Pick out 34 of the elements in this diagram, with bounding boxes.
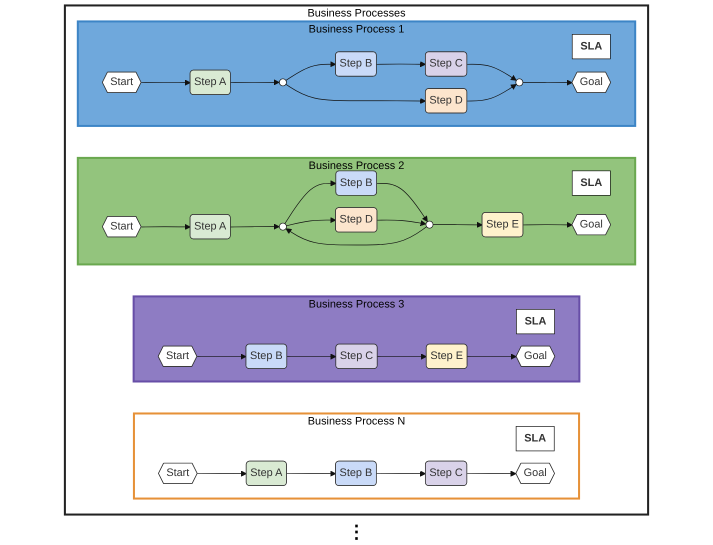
- node-box: SLA: [572, 170, 611, 196]
- node-circle: [279, 222, 287, 231]
- node-box: SLA: [572, 34, 611, 60]
- arrow: [286, 470, 336, 477]
- arrow: [377, 354, 427, 360]
- arrow: [196, 354, 247, 360]
- node-box: SLA: [516, 426, 555, 452]
- arrow: [376, 183, 428, 222]
- arrow: [432, 222, 483, 228]
- arrow: [230, 79, 280, 86]
- arrow: [286, 61, 336, 81]
- arrow: [286, 226, 427, 246]
- arrow: [230, 224, 280, 230]
- arrow: [376, 220, 426, 226]
- arrow: [522, 222, 573, 228]
- arrow: [376, 470, 426, 477]
- arrow: [466, 84, 517, 102]
- arrow: [466, 470, 516, 477]
- arrow: [466, 64, 517, 81]
- arrow: [197, 470, 247, 477]
- arrow: [141, 224, 191, 230]
- arrow: [141, 80, 191, 86]
- arrow: [467, 354, 517, 360]
- node-circle: [426, 220, 434, 228]
- arrow: [286, 217, 336, 226]
- ellipsis-text: ⋮: [348, 522, 366, 542]
- arrow: [284, 180, 336, 224]
- node-circle: [279, 78, 287, 86]
- arrow: [286, 84, 426, 104]
- node-box: SLA: [516, 309, 555, 334]
- arrow: [522, 80, 573, 86]
- arrow: [376, 61, 426, 68]
- node-circle: [515, 78, 524, 86]
- arrow: [286, 354, 336, 360]
